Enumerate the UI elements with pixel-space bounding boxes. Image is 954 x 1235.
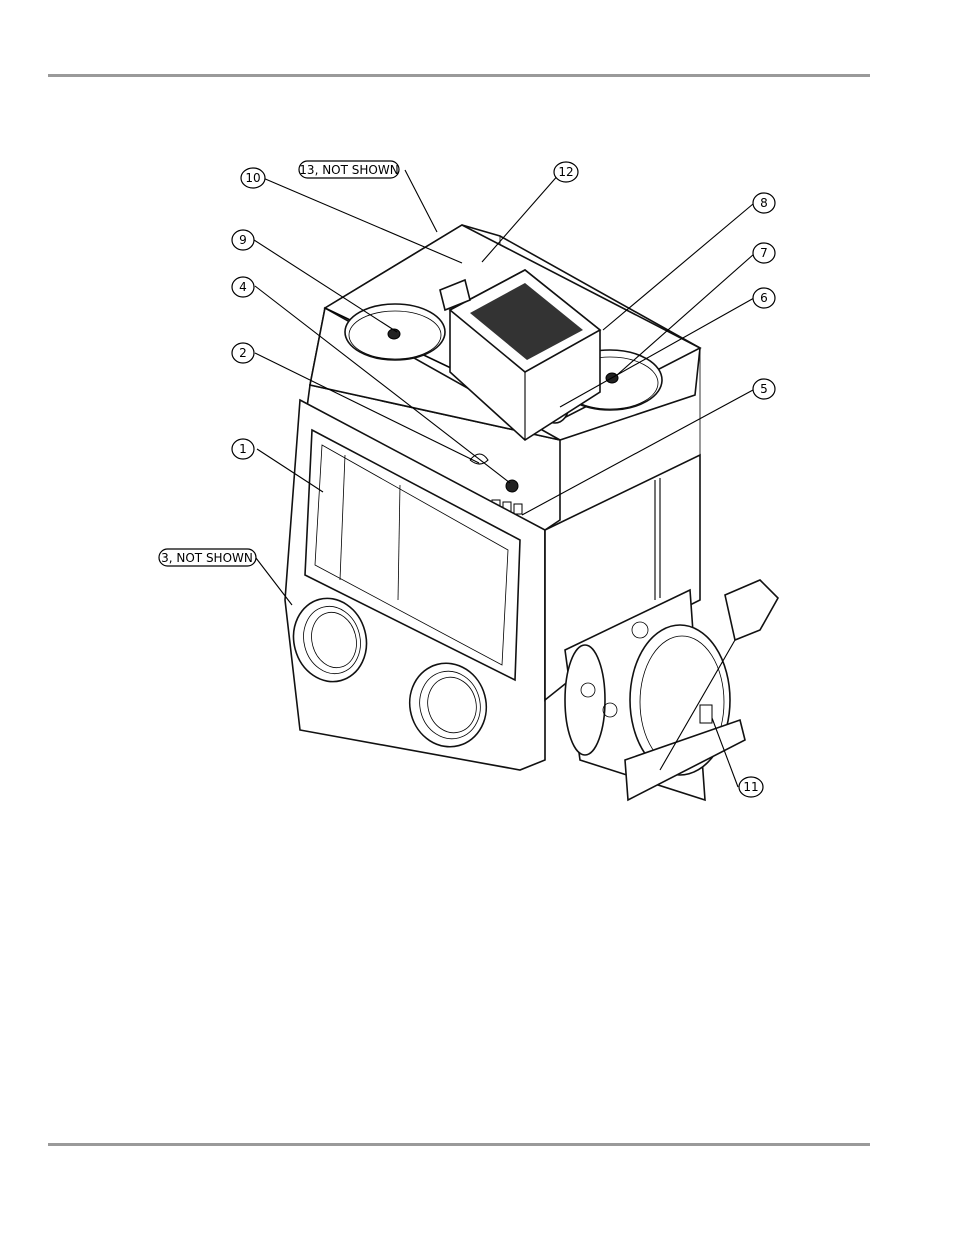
callout-11-label: 11 xyxy=(743,780,758,794)
callout-2-label: 2 xyxy=(239,346,247,360)
callout-5-label: 5 xyxy=(760,382,768,396)
callout-9-label: 9 xyxy=(239,233,247,247)
callout-6: 6 xyxy=(753,288,775,308)
callout-8: 8 xyxy=(753,193,775,213)
callout-4: 4 xyxy=(232,277,254,297)
callout-2: 2 xyxy=(232,343,254,363)
callout-13-label: 13, NOT SHOWN xyxy=(299,163,398,177)
callout-10-label: 10 xyxy=(245,171,260,185)
callout-7: 7 xyxy=(753,243,775,263)
callout-13: 13, NOT SHOWN xyxy=(299,161,399,178)
callout-11: 11 xyxy=(739,777,763,797)
callout-3-label: 3, NOT SHOWN xyxy=(161,551,253,565)
callout-6-label: 6 xyxy=(760,291,768,305)
callout-4-label: 4 xyxy=(239,280,247,294)
callout-12: 12 xyxy=(554,162,578,182)
callout-12-label: 12 xyxy=(558,165,573,179)
callout-10: 10 xyxy=(241,168,265,188)
callout-7-label: 7 xyxy=(760,246,768,260)
callout-8-label: 8 xyxy=(760,196,768,210)
callout-3: 3, NOT SHOWN xyxy=(159,549,256,566)
glovebox-drawing xyxy=(284,225,778,800)
callout-9: 9 xyxy=(232,230,254,250)
callout-1: 1 xyxy=(232,439,254,459)
callout-1-label: 1 xyxy=(239,442,247,456)
filter-disc-left xyxy=(345,304,445,360)
callout-5: 5 xyxy=(753,379,775,399)
